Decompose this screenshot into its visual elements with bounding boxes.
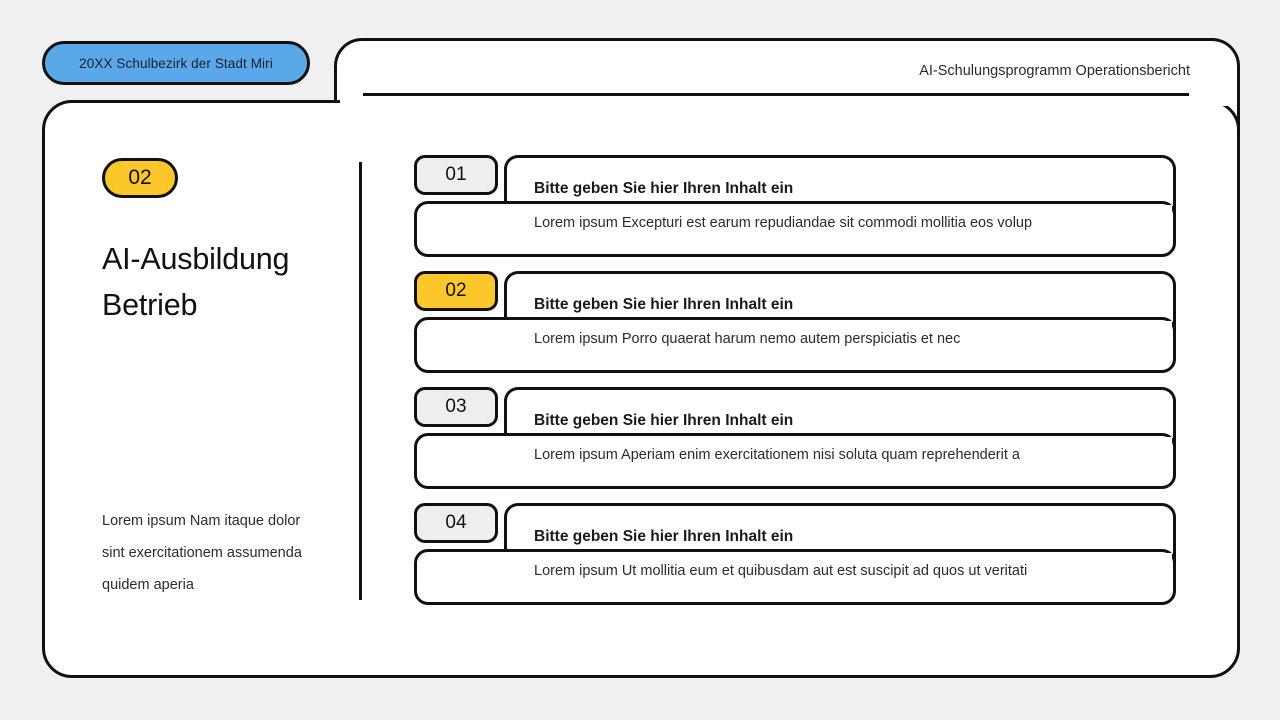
header-divider-rule: [363, 93, 1189, 96]
list-item[interactable]: 04 Bitte geben Sie hier Ihren Inhalt ein…: [414, 503, 1176, 605]
card-body-text: Lorem ipsum Excepturi est earum repudian…: [534, 215, 1033, 231]
card-heading: Bitte geben Sie hier Ihren Inhalt ein: [534, 180, 794, 197]
card-heading: Bitte geben Sie hier Ihren Inhalt ein: [534, 412, 794, 429]
card-number-badge: 03: [414, 387, 498, 427]
header-title: AI-Schulungsprogramm Operationsbericht: [919, 63, 1190, 79]
card-seam-mask: [508, 321, 1172, 331]
list-item[interactable]: 02 Bitte geben Sie hier Ihren Inhalt ein…: [414, 271, 1176, 373]
card-number-badge: 01: [414, 155, 498, 195]
card-body-text: Lorem ipsum Aperiam enim exercitationem …: [534, 447, 1020, 463]
section-description: Lorem ipsum Nam itaque dolor sint exerci…: [102, 513, 302, 593]
card-body-text: Lorem ipsum Porro quaerat harum nemo aut…: [534, 331, 961, 347]
card-seam-mask: [508, 437, 1172, 447]
card-number-badge: 04: [414, 503, 498, 543]
year-district-tab-label: 20XX Schulbezirk der Stadt Miri: [79, 55, 273, 71]
section-number-badge: 02: [102, 158, 178, 198]
card-heading: Bitte geben Sie hier Ihren Inhalt ein: [534, 296, 794, 313]
card-number-badge: 02: [414, 271, 498, 311]
card-body-text: Lorem ipsum Ut mollitia eum et quibusdam…: [534, 563, 1028, 579]
year-district-tab[interactable]: 20XX Schulbezirk der Stadt Miri: [42, 41, 310, 85]
card-heading: Bitte geben Sie hier Ihren Inhalt ein: [534, 528, 794, 545]
card-seam-mask: [508, 205, 1172, 215]
card-seam-mask: [508, 553, 1172, 563]
section-header-group: 02 AI-Ausbildung Betrieb: [102, 158, 332, 328]
content-list: 01 Bitte geben Sie hier Ihren Inhalt ein…: [414, 155, 1176, 605]
list-item[interactable]: 01 Bitte geben Sie hier Ihren Inhalt ein…: [414, 155, 1176, 257]
list-item[interactable]: 03 Bitte geben Sie hier Ihren Inhalt ein…: [414, 387, 1176, 489]
panel-seam-mask: [340, 96, 1234, 106]
vertical-divider: [359, 162, 362, 600]
page-title: AI-Ausbildung Betrieb: [102, 242, 290, 322]
